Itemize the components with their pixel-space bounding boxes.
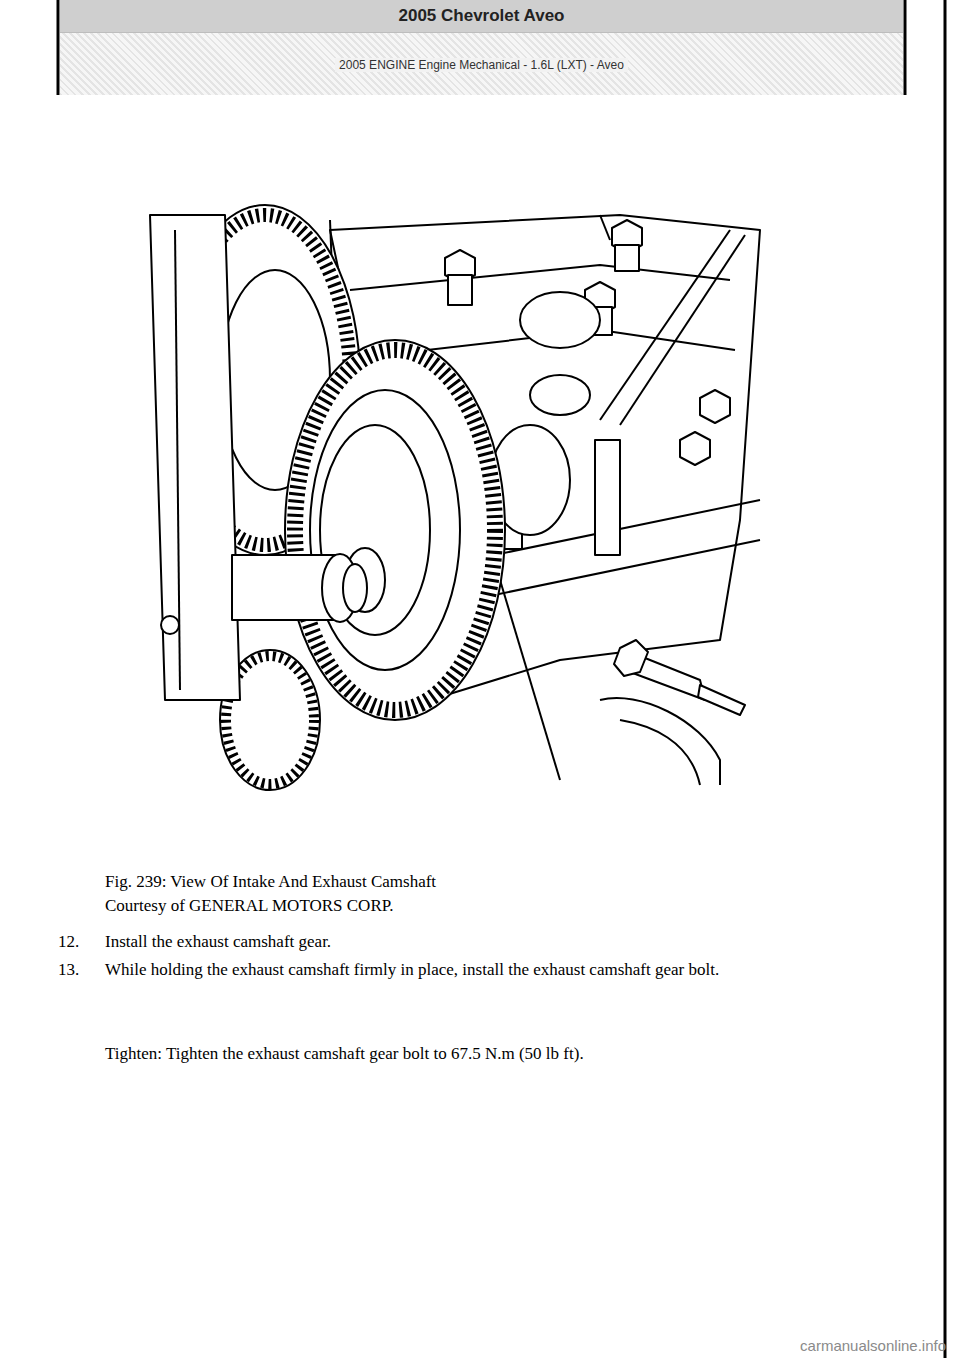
step-number: 13. [58,956,79,983]
header-subtitle-band: 2005 ENGINE Engine Mechanical - 1.6L (LX… [60,32,903,95]
step-number: 12. [58,928,79,955]
header-title-band: 2005 Chevrolet Aveo [60,0,903,32]
figure-caption: Fig. 239: View Of Intake And Exhaust Cam… [105,868,436,895]
step-text: While holding the exhaust camshaft firml… [105,956,795,983]
header-title: 2005 Chevrolet Aveo [399,6,565,25]
torque-spec: Tighten: Tighten the exhaust camshaft ge… [105,1040,905,1067]
header-subtitle: 2005 ENGINE Engine Mechanical - 1.6L (LX… [335,58,628,72]
step-text: Install the exhaust camshaft gear. [105,928,905,955]
header-band: 2005 Chevrolet Aveo 2005 ENGINE Engine Me… [60,0,903,95]
credit-line: Courtesy of GENERAL MOTORS CORP. [105,892,394,919]
watermark: carmanualsonline.info [800,1334,946,1358]
